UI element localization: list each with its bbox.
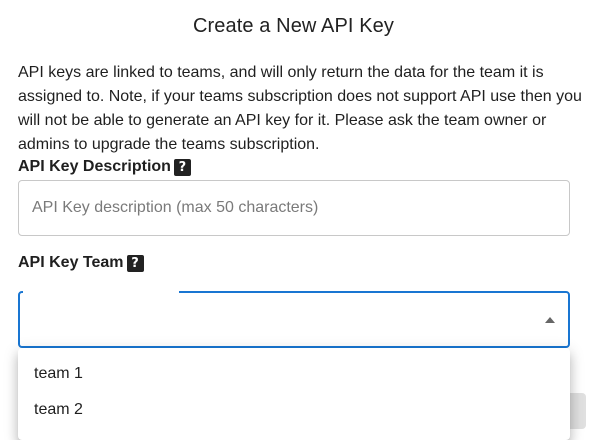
team-dropdown-menu: team 1 team 2	[18, 348, 570, 440]
api-key-description-input[interactable]	[18, 180, 570, 236]
dialog-title: Create a New API Key	[193, 15, 394, 37]
question-icon[interactable]: ?	[173, 158, 191, 176]
team-option[interactable]: team 2	[34, 401, 83, 418]
description-label: API Key Description ?	[18, 158, 191, 176]
team-label: API Key Team ?	[18, 254, 144, 272]
dialog-intro-text: API keys are linked to teams, and will o…	[18, 64, 582, 153]
api-key-team-select[interactable]	[18, 290, 570, 348]
team-label-text: API Key Team	[18, 254, 124, 271]
team-option[interactable]: team 1	[34, 365, 83, 382]
question-icon[interactable]: ?	[126, 254, 144, 272]
select-label-notch	[23, 290, 179, 295]
caret-up-icon[interactable]	[545, 317, 555, 323]
description-label-text: API Key Description	[18, 158, 171, 175]
